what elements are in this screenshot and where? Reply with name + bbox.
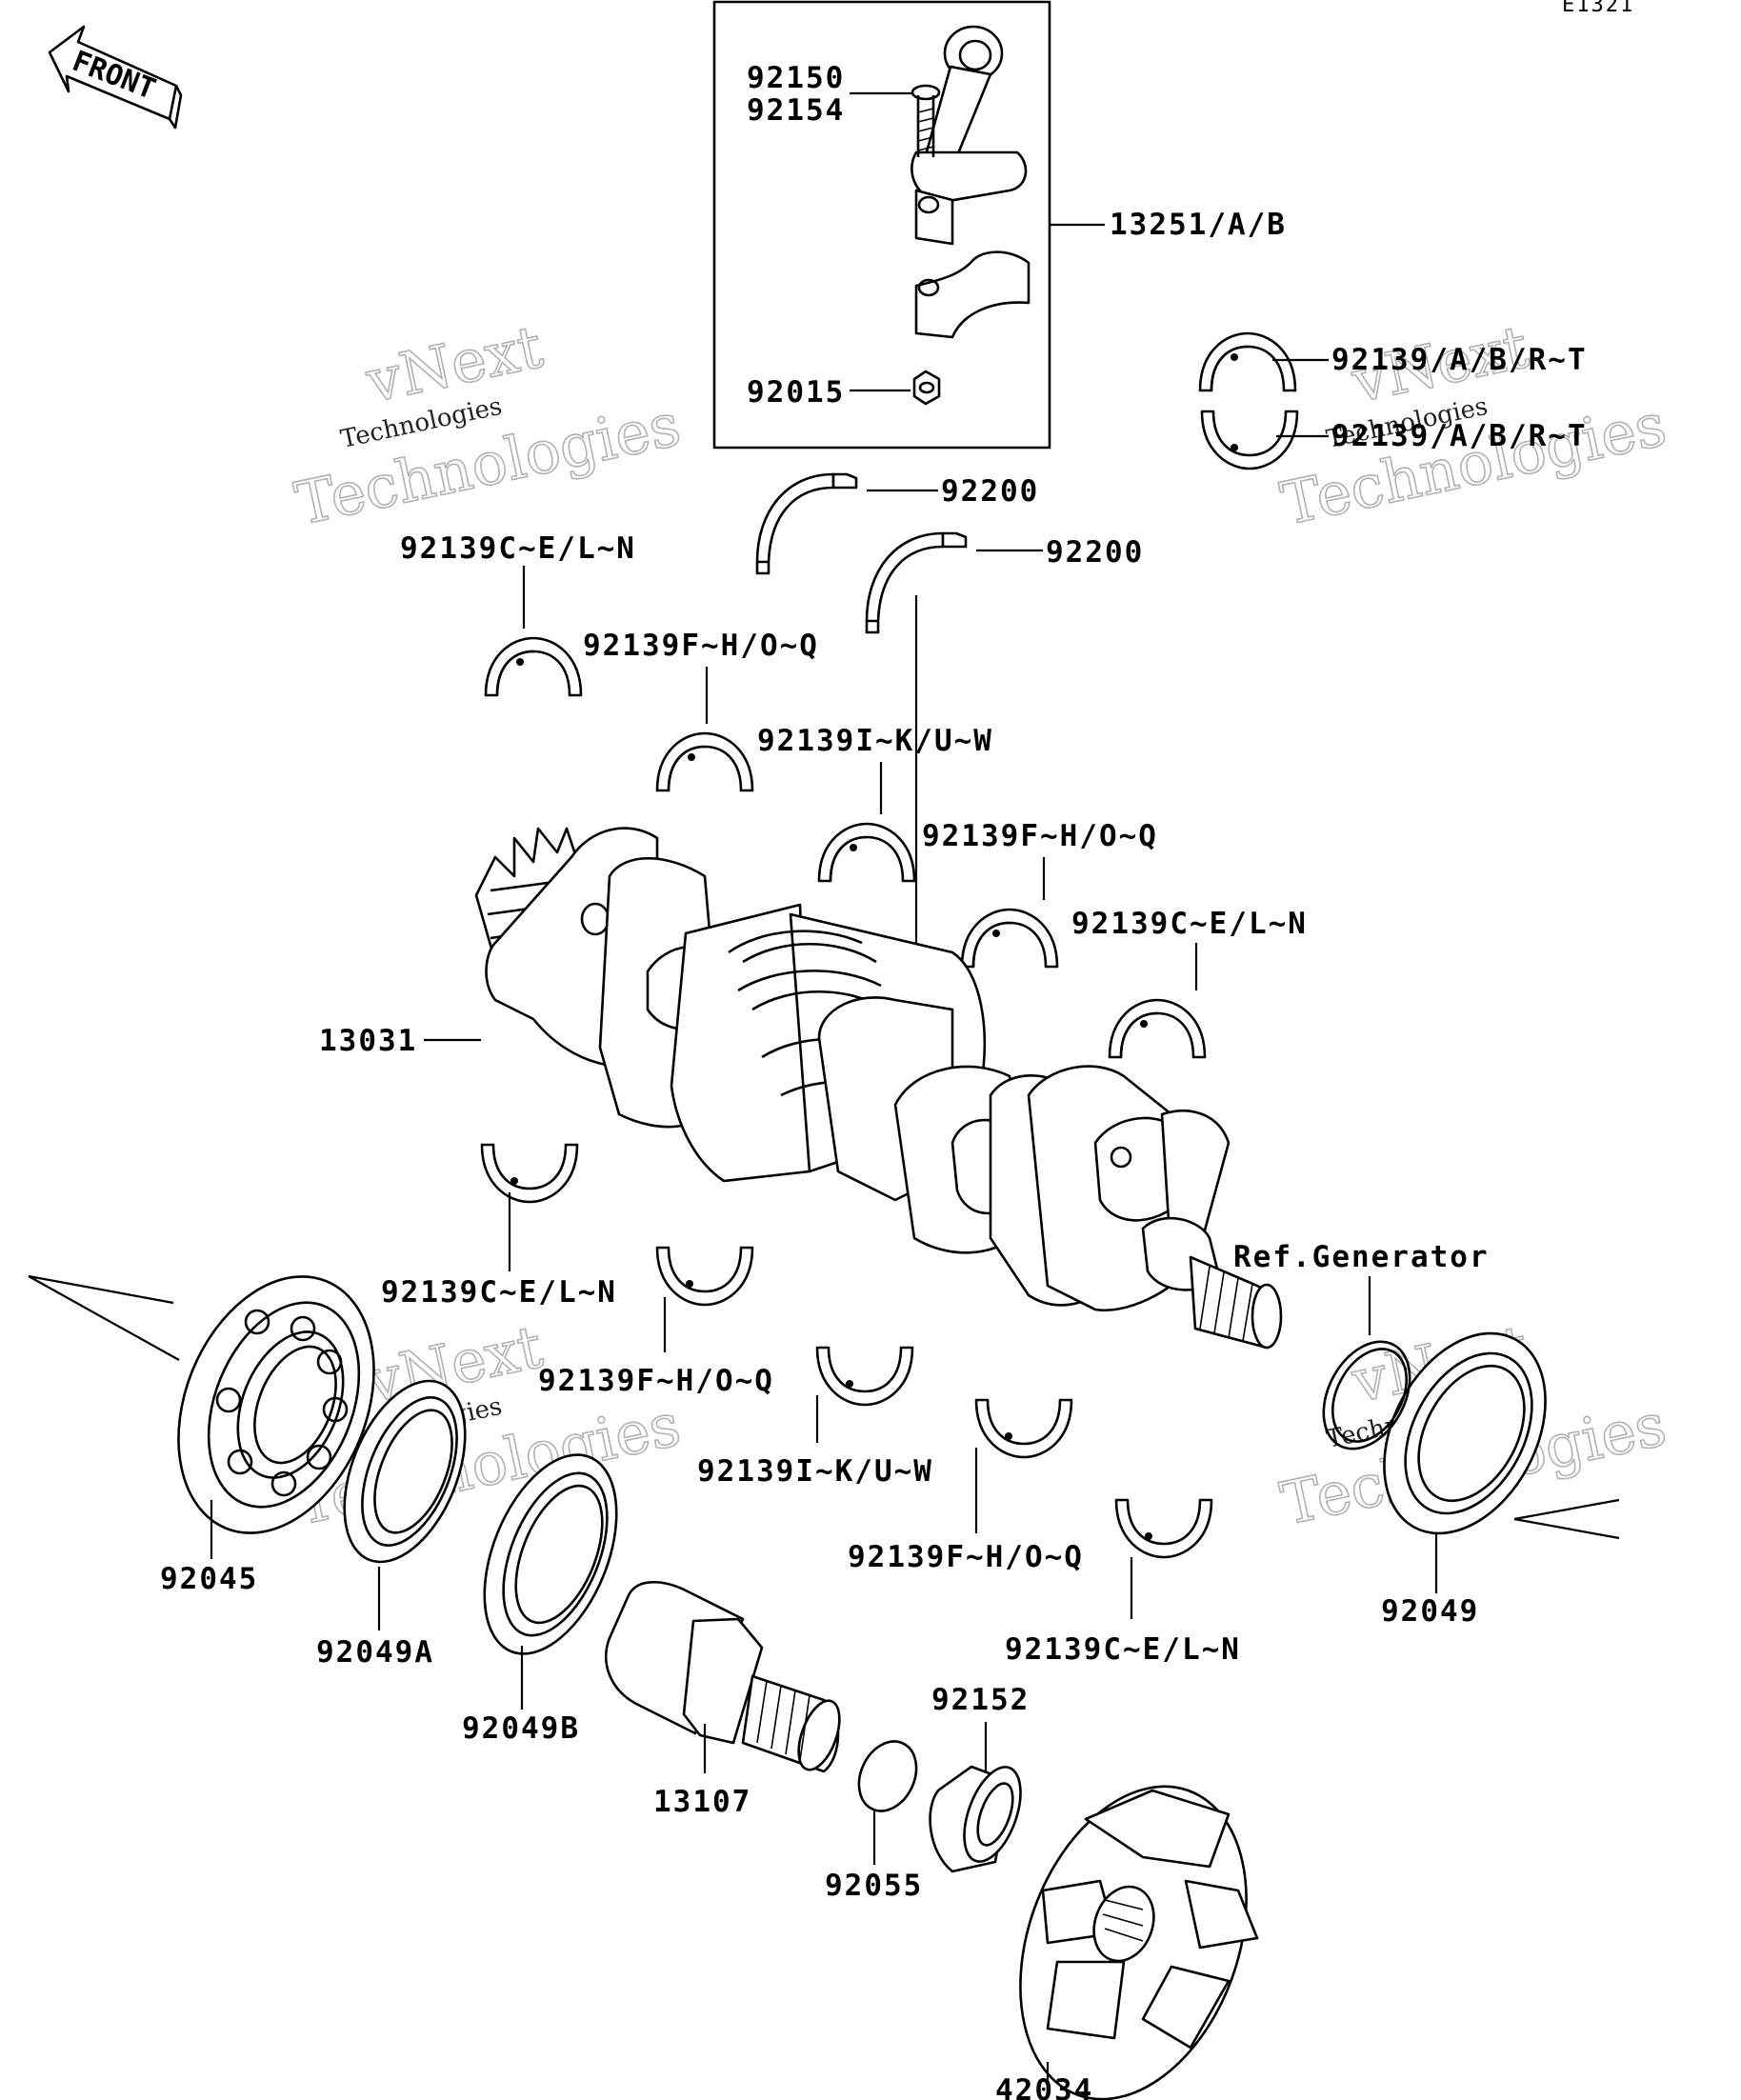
collar-92152 [929, 1765, 1022, 1873]
label-13107: 13107 [653, 1785, 751, 1819]
o-ring-92055 [857, 1740, 918, 1812]
diagram-code: E1321 [1562, 0, 1634, 17]
label-92152: 92152 [931, 1683, 1030, 1717]
label-92139-fho-2: 92139F~H/O~Q [922, 819, 1158, 853]
main-bearing-fho-4 [974, 1398, 1073, 1459]
main-bearing-fho-3 [655, 1246, 754, 1307]
front-label: FRONT [68, 45, 160, 107]
label-92049a: 92049A [316, 1635, 434, 1670]
conrod-bearing-lower [1200, 410, 1299, 470]
label-92045: 92045 [160, 1562, 258, 1596]
label-92200-1: 92200 [941, 474, 1039, 509]
main-bearing-fho-2 [960, 908, 1059, 969]
label-92049: 92049 [1381, 1594, 1479, 1629]
main-bearing-iku-2 [815, 1346, 914, 1407]
oil-seal-92049a [343, 1379, 467, 1564]
label-92139-cel-3: 92139C~E/L~N [381, 1275, 617, 1310]
main-bearing-cel-4 [1114, 1498, 1213, 1559]
connecting-rod-illustration [911, 25, 1031, 406]
main-bearing-cel-1 [484, 636, 583, 697]
oil-seal-92049b [483, 1453, 618, 1655]
o-ring-generator [1322, 1340, 1411, 1450]
coupling-42034 [1019, 1785, 1259, 2100]
label-92015: 92015 [747, 375, 845, 410]
label-92139-iku-2: 92139I~K/U~W [697, 1454, 933, 1489]
label-92200-2: 92200 [1046, 535, 1144, 570]
label-92139-fho-1: 92139F~H/O~Q [583, 629, 819, 663]
crankshaft-illustration [474, 827, 1283, 1350]
label-92139-cel-4: 92139C~E/L~N [1005, 1632, 1241, 1667]
label-92055: 92055 [825, 1869, 923, 1903]
thrust-washer-1 [755, 472, 858, 575]
label-92150: 92150 [747, 61, 845, 95]
main-bearing-iku-1 [817, 822, 916, 883]
label-92139-cel-1: 92139C~E/L~N [400, 531, 636, 566]
label-92154: 92154 [747, 93, 845, 128]
connecting-rod-group: 92150 92154 92015 [712, 0, 1051, 450]
label-13031: 13031 [319, 1024, 417, 1058]
front-arrow-icon: FRONT [48, 25, 183, 130]
label-42034: 42034 [995, 2073, 1093, 2100]
label-92139-fho-4: 92139F~H/O~Q [848, 1540, 1084, 1574]
main-bearing-cel-3 [480, 1143, 579, 1204]
label-92139-art-upper: 92139/A/B/R~T [1331, 343, 1588, 377]
main-bearing-cel-2 [1108, 998, 1207, 1059]
label-92139-cel-2: 92139C~E/L~N [1071, 907, 1308, 941]
conrod-bearing-upper [1198, 331, 1297, 392]
ball-bearing-92045 [177, 1275, 375, 1534]
label-92049b: 92049B [462, 1711, 580, 1746]
main-bearing-fho-1 [655, 731, 754, 792]
label-92139-art-lower: 92139/A/B/R~T [1331, 419, 1588, 453]
label-92139-iku-1: 92139I~K/U~W [757, 724, 993, 758]
label-92139-fho-3: 92139F~H/O~Q [538, 1364, 774, 1398]
label-13251: 13251/A/B [1110, 208, 1287, 242]
coupling-shaft-13107 [605, 1581, 841, 1773]
label-ref-generator: Ref.Generator [1233, 1240, 1490, 1274]
